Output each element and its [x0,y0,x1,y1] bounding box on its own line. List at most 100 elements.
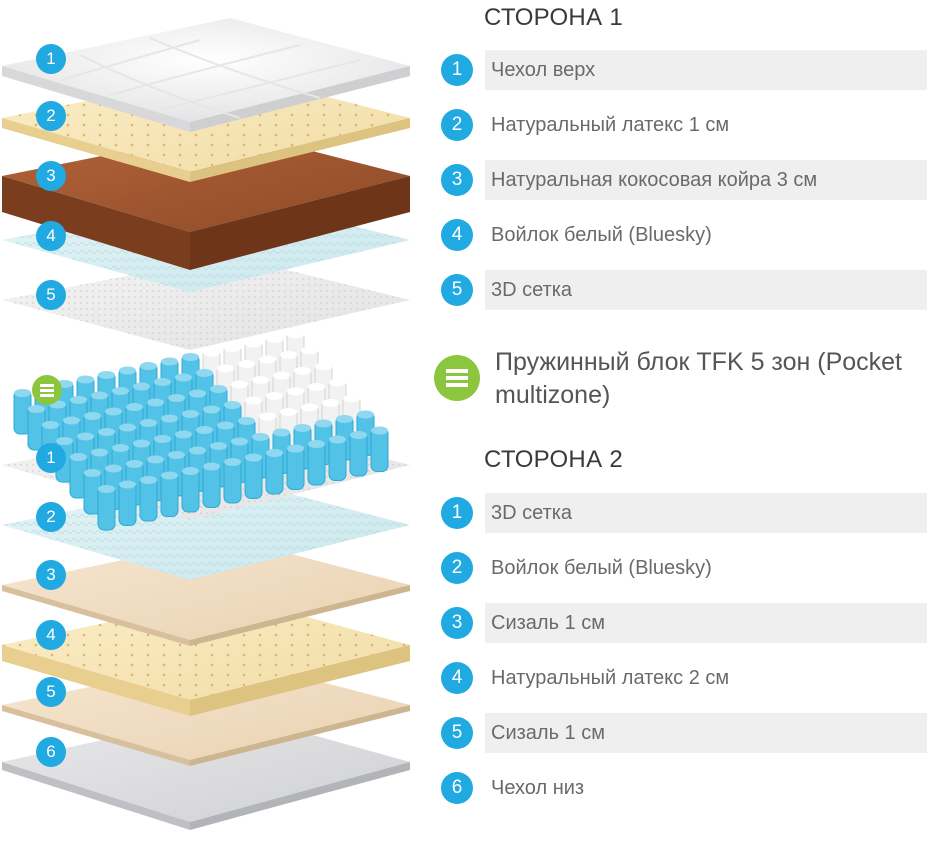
spring-cap [182,353,199,361]
spring-cap [287,444,304,453]
illustration-spring-icon [32,375,62,405]
spring-cap [266,392,283,400]
spring-cap [238,417,255,425]
spring-cap [294,424,311,432]
row-background [485,50,927,90]
spring-cap [329,378,346,387]
spring-cap [140,419,157,427]
side2-layer-6-number: 6 [441,772,473,804]
spring-cap [357,410,374,419]
spring-cap [287,330,304,339]
side2-layer-3-label: Сизаль 1 см [491,612,605,634]
side1-layer-2: 2 Натуральный латекс 1 см [441,105,927,145]
spring-cap [91,391,108,400]
spring-cap [70,396,87,404]
spring-cap [28,405,45,413]
spring-cap [154,378,171,386]
side2-layer-4: 4 Натуральный латекс 2 см [441,658,927,698]
illustration-badge-side2-6: 6 [36,737,66,767]
illustration-badge-side1-5: 5 [36,280,66,310]
layer-spring-block [13,330,389,531]
spring-cap [266,335,283,343]
spring-cap [126,460,143,468]
spring-cap [210,385,227,393]
spring-cap [245,396,262,405]
spring-cap [329,435,346,444]
spring-cap [252,376,269,384]
spring-cap [308,440,325,448]
spring-cap [105,407,122,416]
side1-layer-1-label: Чехол верх [491,59,596,81]
row-background [485,493,927,533]
spring-cap [70,453,87,461]
spring-cap [91,448,108,457]
side2-title: СТОРОНА 2 [484,446,623,473]
illustration-badge-side2-1: 1 [36,443,66,473]
side2-layer-5: 5 Сизаль 1 см [441,713,927,753]
spring-cap [63,416,80,425]
side2-layer-6-label: Чехол низ [491,777,585,799]
spring-cap [147,455,164,464]
spring-cap [203,462,220,471]
side1-layer-3: 3 Натуральная кокосовая койра 3 см [441,160,927,200]
row-background [485,603,927,643]
spring-cap [266,449,283,457]
spring-cap [259,412,276,421]
spring-cap [224,401,241,409]
row-background [485,270,927,310]
spring-block-label: Пружинный блок TFK 5 зон (Pocket multizo… [495,348,903,409]
side2-layer-3: 3 Сизаль 1 см [441,603,927,643]
spring-cap [196,369,213,377]
spring-cap [119,480,136,489]
side2-layer-6: 6 Чехол низ [441,768,927,808]
spring-cap [168,451,185,459]
illustration-badge-side1-3: 3 [36,161,66,191]
spring-cap [175,430,192,439]
spring-cap [343,394,360,403]
layer-top-cover [2,18,410,132]
spring-cap [182,467,199,475]
spring-cap [105,464,122,473]
spring-cap [371,426,388,435]
spring-cap [56,437,73,445]
spring-cap [42,421,59,429]
spring-cap [133,439,150,448]
spring-cap [245,453,262,462]
spring-cap [203,405,220,414]
spring-cap [280,351,297,359]
side2-layer-5-label: Сизаль 1 см [491,722,605,744]
spring-cap [119,366,136,375]
spring-cap [245,339,262,348]
spring-cap [231,380,248,389]
side1-layer-4-label: Войлок белый (Bluesky) [491,224,712,246]
spring-cap [14,389,31,397]
spring-cap [98,485,115,493]
layers-icon [434,355,480,401]
spring-cap [224,458,241,466]
spring-cap [252,433,269,441]
side1-layer-1-number: 1 [441,54,473,86]
side1-layer-5-number: 5 [441,274,473,306]
side1-layer-4: 4 Войлок белый (Bluesky) [441,215,927,255]
side2-layer-2-number: 2 [441,552,473,584]
side1-layer-5: 5 3D сетка [441,270,927,310]
side1-title: СТОРОНА 1 [484,4,623,31]
spring-cap [175,373,192,382]
spring-cap [161,414,178,423]
spring-cap [161,471,178,480]
layer-felt-bottom [2,478,410,580]
spring-cap [98,428,115,436]
spring-cap [126,403,143,411]
layers-drawing [2,18,410,830]
spring-cap [301,346,318,355]
side1-layer-1: 1 Чехол верх [441,50,927,90]
side2-layer-3-number: 3 [441,607,473,639]
illustration-badge-side1-1: 1 [36,44,66,74]
spring-cap [273,371,290,380]
spring-cap [224,344,241,352]
spring-cap [77,432,94,441]
spring-cap [350,431,367,439]
spring-cap [119,423,136,432]
mattress-layers-illustration: 1 2 3 4 5 1 2 3 4 5 6 [0,0,430,848]
illustration-badge-side1-2: 2 [36,101,66,131]
